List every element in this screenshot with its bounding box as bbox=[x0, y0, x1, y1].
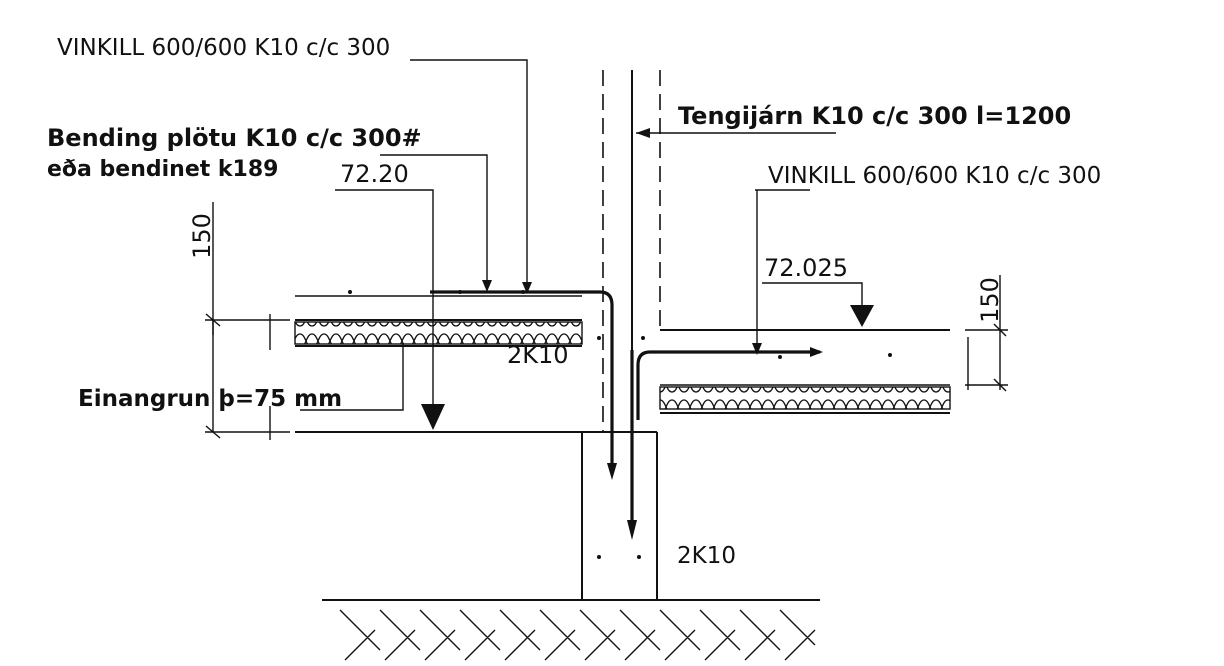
vinkill-left-label: VINKILL 600/600 K10 c/c 300 bbox=[57, 35, 390, 61]
einangrun-label: Einangrun þ=75 mm bbox=[78, 386, 342, 412]
rebar-upper-label: 2K10 bbox=[507, 341, 569, 369]
leader-lines bbox=[300, 59, 836, 411]
dimension-left bbox=[205, 202, 290, 440]
vinkill-right-label: VINKILL 600/600 K10 c/c 300 bbox=[768, 163, 1101, 189]
right-slab bbox=[636, 329, 951, 420]
level-right-label: 72.025 bbox=[764, 254, 848, 282]
ground-hatch bbox=[322, 599, 820, 661]
rebar-lower-label: 2K10 bbox=[677, 543, 736, 569]
concrete-wall bbox=[581, 70, 661, 600]
level-marker-left bbox=[335, 189, 445, 430]
dimension-left-label: 150 bbox=[188, 213, 216, 259]
level-marker-right bbox=[762, 282, 874, 327]
tengijarn-label: Tengijárn K10 c/c 300 l=1200 bbox=[678, 102, 1071, 130]
bending-label-line2: eða bendinet k189 bbox=[47, 157, 278, 182]
dimension-right-label: 150 bbox=[976, 277, 1004, 323]
dimension-right bbox=[965, 275, 1008, 392]
left-slab bbox=[294, 290, 657, 480]
bending-label-line1: Bending plötu K10 c/c 300# bbox=[47, 124, 422, 152]
level-left-label: 72.20 bbox=[340, 160, 409, 188]
